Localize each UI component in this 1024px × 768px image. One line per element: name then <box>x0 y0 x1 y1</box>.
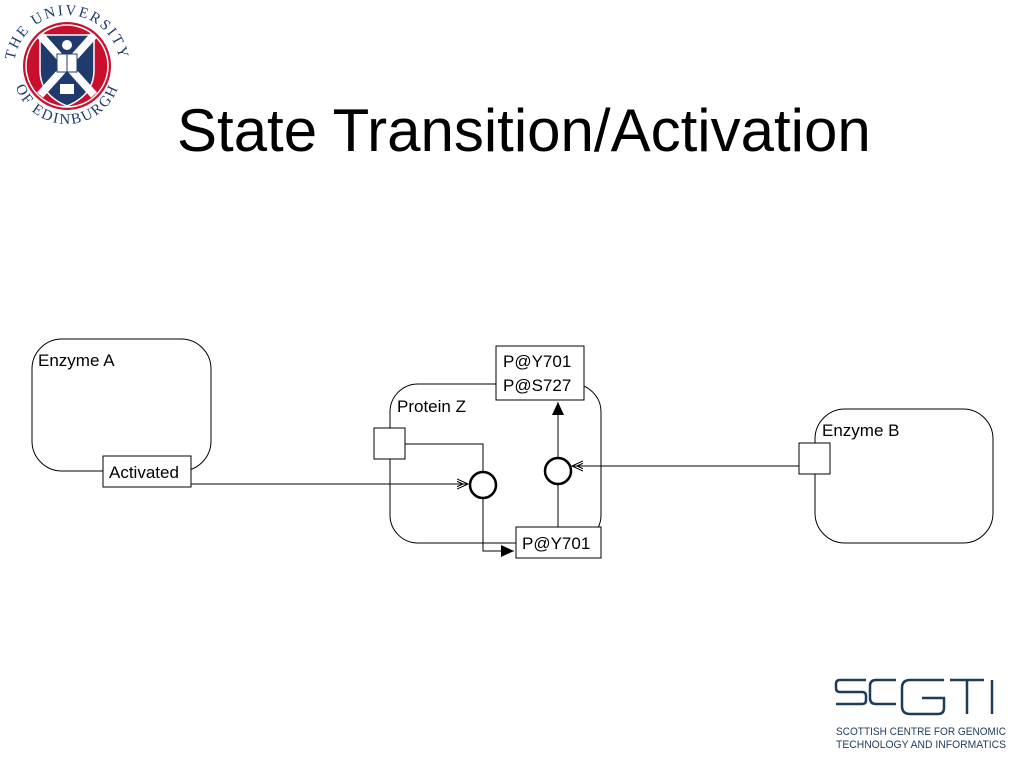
port-to-transition-edge <box>405 443 484 472</box>
enzyme-a-node: Enzyme A Activated <box>31 338 212 488</box>
scgti-line2: TECHNOLOGY AND INFORMATICS <box>836 739 1006 751</box>
scgti-line1: SCOTTISH CENTRE FOR GENOMIC <box>836 726 1006 738</box>
protein-z-port <box>373 427 406 460</box>
transition-node-2 <box>543 456 573 486</box>
phospho-state-line2: P@S727 <box>503 376 571 395</box>
slide-title: State Transition/Activation <box>177 97 871 164</box>
phospho-y701-s727-state-box <box>495 345 585 401</box>
activated-state-box <box>102 455 192 488</box>
university-seal-icon: THE UNIVERSITY OF EDINBURGH <box>3 3 129 128</box>
phospho-state-line1: P@Y701 <box>503 352 571 371</box>
enzyme-b-label: Enzyme B <box>822 421 899 440</box>
phospho-y701-label: P@Y701 <box>522 534 590 553</box>
enzyme-a-label: Enzyme A <box>38 351 115 370</box>
protein-z-node: Protein Z P@Y701 P@S727 P@Y701 <box>373 345 602 559</box>
transition-to-y701-edge <box>482 498 514 557</box>
activated-state-label: Activated <box>109 463 179 482</box>
protein-z-label: Protein Z <box>397 397 466 416</box>
enzyme-b-node: Enzyme B <box>798 408 994 544</box>
phospho-y701-state-box <box>515 526 602 559</box>
enzyme-b-box <box>814 408 994 544</box>
transition-node-1 <box>468 470 498 500</box>
enzyme-b-port <box>798 442 831 475</box>
scgti-logo-icon: SCOTTISH CENTRE FOR GENOMIC TECHNOLOGY A… <box>834 678 1006 751</box>
